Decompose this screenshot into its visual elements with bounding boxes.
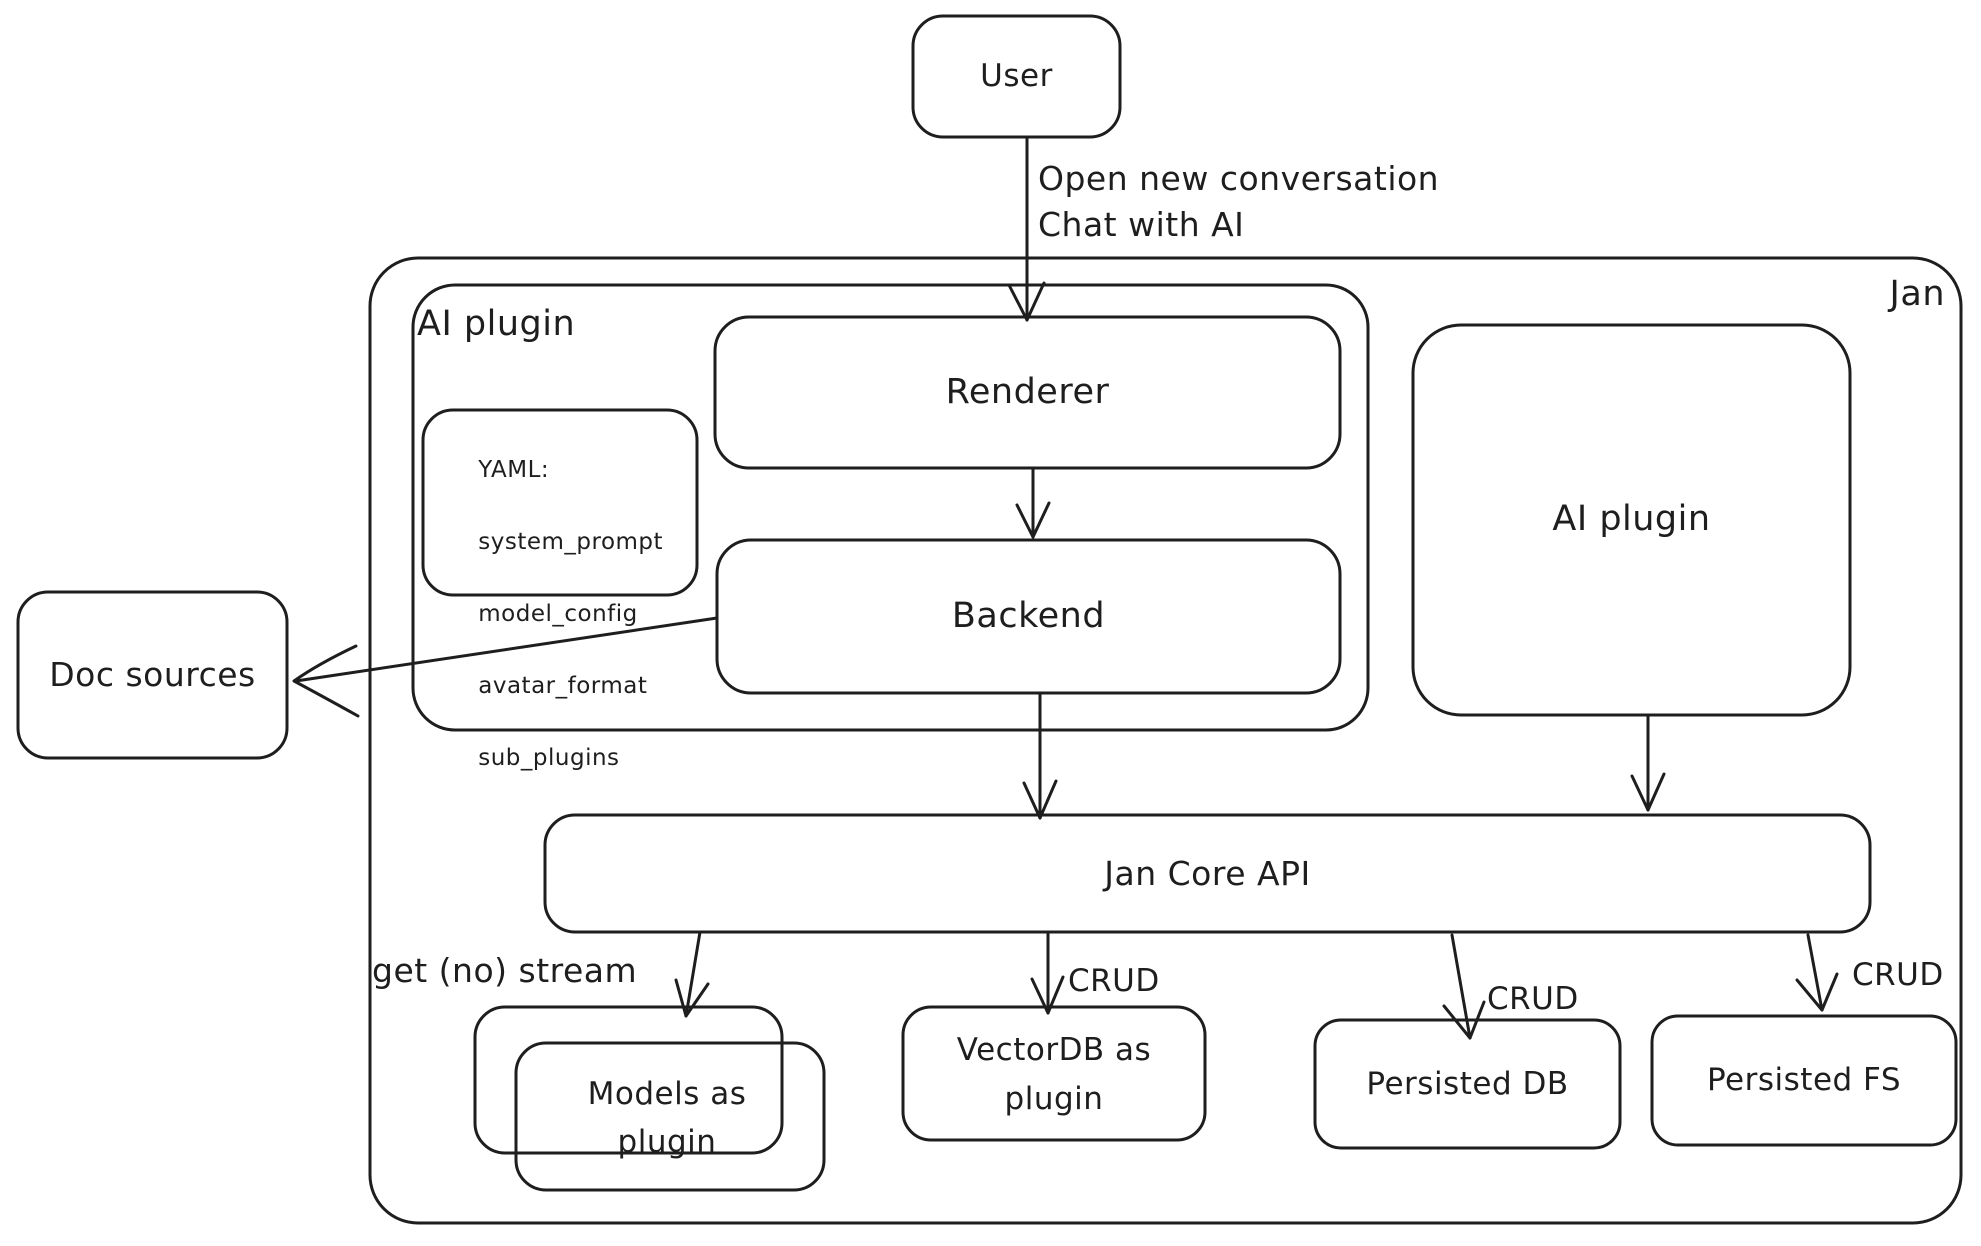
edge-label-get-no-stream: get (no) stream [372, 951, 638, 990]
models-node-front-box [514, 1041, 826, 1192]
arrow-backend-to-jan-core-api [1022, 693, 1058, 820]
yaml-note-line-4: avatar_format [478, 673, 648, 699]
edge-label-crud-persisted-fs: CRUD [1852, 957, 1944, 993]
edge-label-open-new-conversation: Open new conversation [1038, 159, 1440, 198]
yaml-note-box [421, 408, 699, 597]
arrow-jan-core-to-models [674, 930, 710, 1018]
arrow-backend-to-doc-sources [292, 616, 719, 718]
arrow-jan-core-to-persisted-fs [1795, 933, 1839, 1012]
vectordb-node-box [901, 1005, 1207, 1142]
renderer-node-label: Renderer [945, 371, 1110, 412]
persisted-fs-node-label: Persisted FS [1706, 1062, 1902, 1099]
yaml-note-line-1: YAML: [478, 457, 550, 483]
jan-core-api-node-box [543, 813, 1872, 934]
yaml-note-text: YAML: system_prompt model_config avatar_… [447, 416, 677, 812]
models-node-label: Models as plugin [587, 1075, 747, 1160]
ai-plugin-right-node-box [1411, 323, 1852, 717]
ai-plugin-right-node-label: AI plugin [1552, 499, 1711, 540]
persisted-db-node-label: Persisted DB [1366, 1065, 1569, 1102]
persisted-fs-node-box [1650, 1014, 1958, 1147]
yaml-note-line-3: model_config [478, 601, 638, 627]
user-node-label: User [980, 58, 1053, 95]
jan-container-label: Jan [1889, 274, 1945, 314]
jan-container-box [368, 256, 1963, 1225]
yaml-note-line-2: system_prompt [478, 529, 664, 555]
arrow-user-to-renderer [1007, 135, 1046, 322]
user-node-box [911, 14, 1122, 139]
edge-label-crud-persisted-db: CRUD [1487, 981, 1579, 1017]
doc-sources-node-label: Doc sources [49, 655, 256, 695]
ai-plugin-left-container-box [411, 283, 1370, 732]
arrow-renderer-to-backend [1015, 466, 1051, 539]
arrow-ai-plugin-to-jan-core-api [1630, 713, 1666, 812]
edge-label-chat-with-ai: Chat with AI [1038, 205, 1245, 244]
backend-node-label: Backend [951, 595, 1106, 636]
arrow-jan-core-to-vectordb [1030, 930, 1065, 1015]
vectordb-node-label: VectorDB as plugin [956, 1032, 1152, 1117]
yaml-note-line-5: sub_plugins [478, 745, 620, 771]
doc-sources-node-box [16, 590, 289, 760]
edge-label-crud-vectordb: CRUD [1068, 963, 1160, 999]
arrow-jan-core-to-persisted-db [1442, 933, 1486, 1040]
ai-plugin-left-container-label: AI plugin [417, 304, 576, 344]
jan-core-api-node-label: Jan Core API [1104, 853, 1311, 893]
models-node-back-box [473, 1005, 784, 1155]
